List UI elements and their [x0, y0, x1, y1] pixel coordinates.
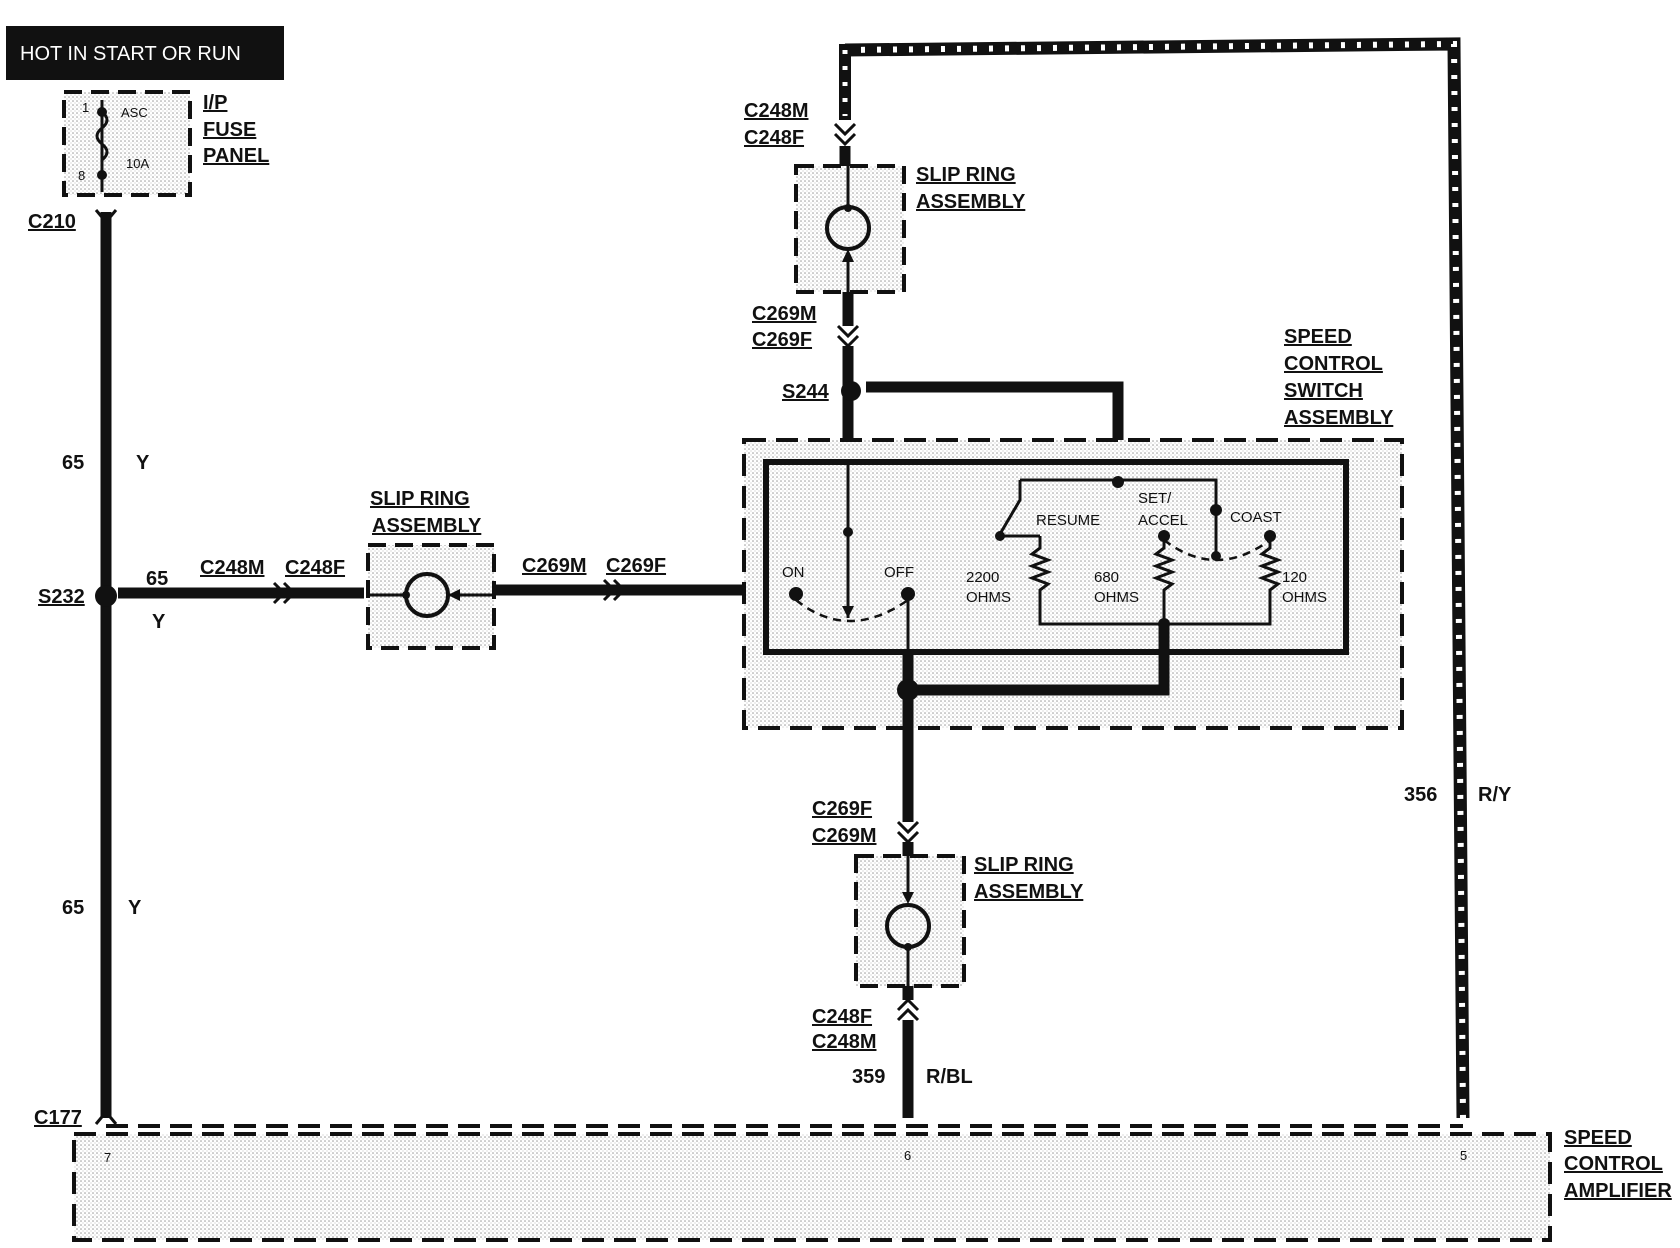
- resistor-120-value: 120: [1282, 569, 1307, 586]
- fuse-pin-8: 8: [78, 168, 85, 183]
- wire-356-number: 356: [1404, 784, 1437, 806]
- wire-65-branch-color: Y: [152, 611, 166, 633]
- top-connector-c248f: C248F: [744, 127, 804, 149]
- amp-pin-5: 5: [1460, 1148, 1467, 1163]
- top-connector-c269f: C269F: [752, 329, 812, 351]
- bottom-connector-c248m: C248M: [812, 1031, 876, 1053]
- resistor-680-unit: OHMS: [1094, 589, 1139, 606]
- resistor-2200: [1027, 536, 1164, 626]
- speed-control-amplifier: 7 6 5: [72, 1124, 1552, 1242]
- fuse-panel-title-3: PANEL: [203, 145, 269, 167]
- hot-label: HOT IN START OR RUN: [20, 43, 241, 65]
- resume-label: RESUME: [1036, 512, 1100, 529]
- bottom-connector-c269f: C269F: [812, 798, 872, 820]
- set-accel-label-1: SET/: [1138, 490, 1172, 507]
- fuse-name: ASC: [121, 105, 148, 120]
- slip-ring-bottom-title-2: ASSEMBLY: [974, 881, 1084, 903]
- slip-ring-bottom-title-1: SLIP RING: [974, 854, 1074, 876]
- resistor-2200-value: 2200: [966, 569, 999, 586]
- resistor-2200-unit: OHMS: [966, 589, 1011, 606]
- splice-s244-label: S244: [782, 381, 830, 403]
- wire-356-color: R/Y: [1478, 784, 1512, 806]
- switch-assembly-title-2: CONTROL: [1284, 353, 1383, 375]
- switch-assembly-title-4: ASSEMBLY: [1284, 407, 1394, 429]
- switch-on-label: ON: [782, 564, 805, 581]
- wire-65-upper-number: 65: [62, 452, 84, 474]
- amplifier-title-3: AMPLIFIER: [1564, 1180, 1672, 1202]
- mid-connector-c269m: C269M: [522, 555, 586, 577]
- connector-c210: C210: [28, 211, 76, 233]
- splice-s232: [95, 585, 117, 607]
- wire-65-lower-number: 65: [62, 897, 84, 919]
- mid-connector-c248f: C248F: [285, 557, 345, 579]
- mid-connector-c269f: C269F: [606, 555, 666, 577]
- slip-ring-top: [794, 164, 906, 294]
- fuse-panel-title-1: I/P: [203, 92, 227, 114]
- set-accel-label-2: ACCEL: [1138, 512, 1188, 529]
- fuse-icon: [95, 110, 109, 162]
- slip-ring-middle: [366, 543, 496, 650]
- resistor-120: [1164, 536, 1283, 626]
- splice-s232-label: S232: [38, 586, 85, 608]
- fuse-rating: 10A: [126, 156, 149, 171]
- fuse-pin-1: 1: [82, 100, 89, 115]
- slip-ring-top-title-1: SLIP RING: [916, 164, 1016, 186]
- bottom-connector-c269m: C269M: [812, 825, 876, 847]
- connector-c177: C177: [34, 1107, 82, 1129]
- wire-65-branch-number: 65: [146, 568, 168, 590]
- mid-connector-c248m: C248M: [200, 557, 264, 579]
- switch-off-label: OFF: [884, 564, 914, 581]
- wire-65-lower-color: Y: [128, 897, 142, 919]
- amplifier-title-2: CONTROL: [1564, 1153, 1663, 1175]
- resistor-120-unit: OHMS: [1282, 589, 1327, 606]
- slip-ring-top-title-2: ASSEMBLY: [916, 191, 1026, 213]
- top-connector-c248m: C248M: [744, 100, 808, 122]
- amplifier-title-1: SPEED: [1564, 1127, 1632, 1149]
- fuse-panel-title-2: FUSE: [203, 119, 256, 141]
- resistor-680-value: 680: [1094, 569, 1119, 586]
- slip-ring-middle-title-1: SLIP RING: [370, 488, 470, 510]
- bottom-connector-c248f: C248F: [812, 1006, 872, 1028]
- wire-359-number: 359: [852, 1066, 885, 1088]
- resistor-680: [1151, 536, 1177, 624]
- wire-359-color: R/BL: [926, 1066, 973, 1088]
- top-connector-c269m: C269M: [752, 303, 816, 325]
- ip-fuse-panel: 1 8 ASC 10A: [62, 90, 192, 197]
- speed-control-switch-assembly: ON OFF RESUME SET/ ACCEL COAST 2200 OHMS…: [742, 438, 1404, 730]
- switch-assembly-title-3: SWITCH: [1284, 380, 1363, 402]
- splice-s244: [841, 381, 861, 401]
- amp-pin-6: 6: [904, 1148, 911, 1163]
- coast-label: COAST: [1230, 509, 1282, 526]
- amp-pin-7: 7: [104, 1150, 111, 1165]
- switch-assembly-title-1: SPEED: [1284, 326, 1352, 348]
- hot-in-start-or-run-banner: HOT IN START OR RUN: [6, 26, 284, 80]
- wire-65-upper-color: Y: [136, 452, 150, 474]
- slip-ring-middle-title-2: ASSEMBLY: [372, 515, 482, 537]
- slip-ring-bottom: [854, 854, 966, 988]
